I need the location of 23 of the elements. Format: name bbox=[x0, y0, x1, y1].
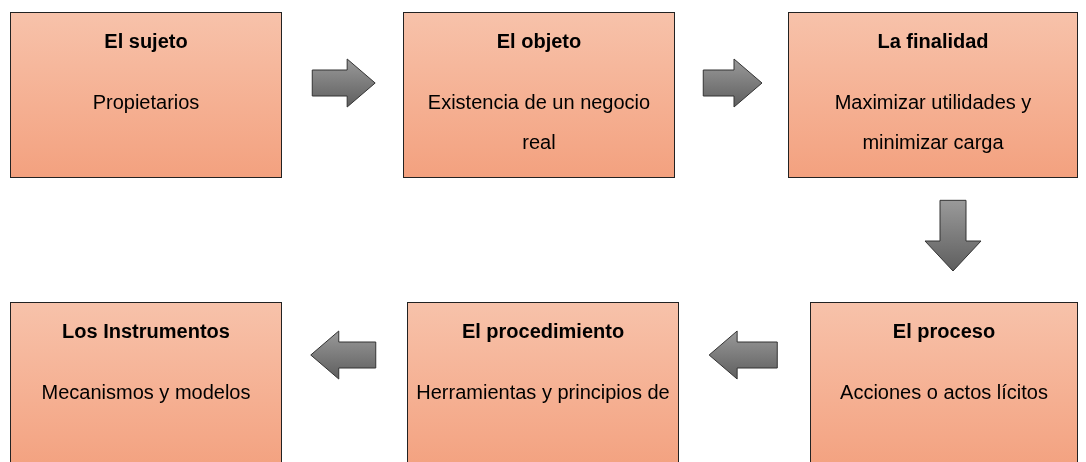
process-box bbox=[403, 12, 675, 178]
box-text: Herramientas y principios de bbox=[416, 380, 670, 405]
box-title: El proceso bbox=[892, 319, 996, 344]
process-box bbox=[407, 302, 679, 462]
box-title: El objeto bbox=[496, 29, 582, 54]
box-text: Maximizar utilidades y minimizar carga bbox=[833, 90, 1033, 155]
box-title: El sujeto bbox=[104, 29, 188, 54]
process-box bbox=[810, 302, 1078, 462]
process-box bbox=[10, 12, 282, 178]
box-text: Acciones o actos lícitos bbox=[840, 380, 1048, 405]
process-box bbox=[788, 12, 1078, 178]
block-arrow bbox=[702, 58, 763, 108]
box-title: El procedimiento bbox=[461, 319, 625, 344]
block-arrow bbox=[310, 330, 377, 380]
block-arrow bbox=[924, 199, 982, 272]
block-arrow bbox=[708, 330, 778, 380]
box-text: Propietarios bbox=[92, 90, 200, 115]
box-text: Mecanismos y modelos bbox=[41, 380, 251, 405]
box-title: Los Instrumentos bbox=[62, 319, 230, 344]
block-arrow bbox=[311, 58, 376, 108]
process-box bbox=[10, 302, 282, 462]
box-title: La finalidad bbox=[877, 29, 989, 54]
box-text: Existencia de un negocio real bbox=[426, 90, 652, 155]
